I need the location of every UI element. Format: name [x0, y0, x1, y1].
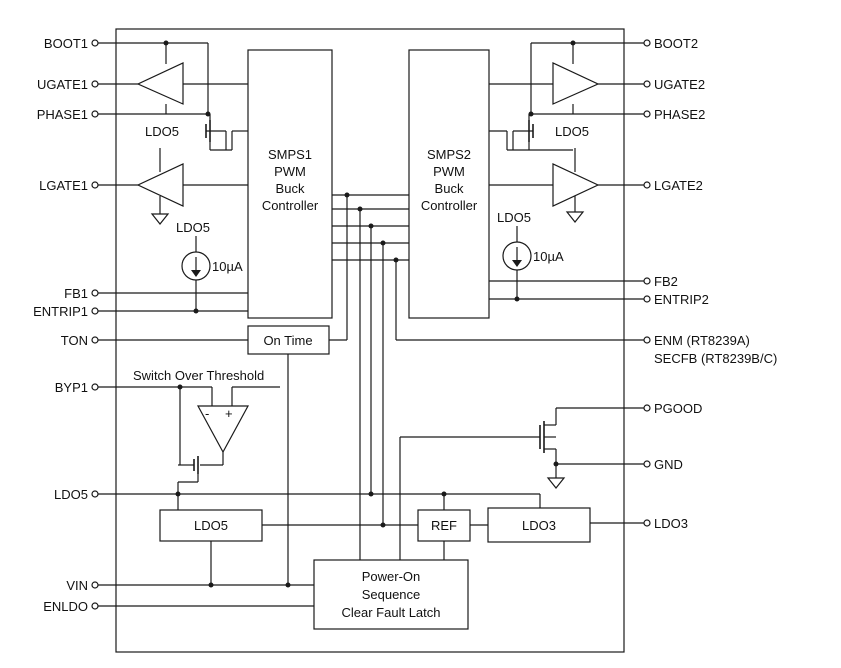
- label-entrip1: ENTRIP1: [33, 304, 88, 319]
- right-pin-markers: [643, 39, 651, 527]
- pin-phase2: [643, 110, 651, 118]
- pin-ugate2: [643, 80, 651, 88]
- label-boot1: BOOT1: [44, 36, 88, 51]
- smps2-line3: Buck: [435, 181, 464, 196]
- pin-fb2: [643, 277, 651, 285]
- label-lgate1: LGATE1: [39, 178, 88, 193]
- current-label-2: 10µA: [533, 249, 564, 264]
- smps1-line4: Controller: [262, 198, 319, 213]
- label-entrip2: ENTRIP2: [654, 292, 709, 307]
- ldo5-label-src1: LDO5: [176, 220, 210, 235]
- pin-lgate2: [643, 181, 651, 189]
- smps1-line1: SMPS1: [268, 147, 312, 162]
- pin-enm: [643, 336, 651, 344]
- pin-ldo5: [91, 490, 99, 498]
- pin-fb1: [91, 289, 99, 297]
- pin-entrip1: [91, 307, 99, 315]
- pin-byp1: [91, 383, 99, 391]
- left-pin-wires: [96, 42, 540, 607]
- pin-lgate1: [91, 181, 99, 189]
- smps1-driver-circuit: [136, 40, 248, 314]
- pin-ugate1: [91, 80, 99, 88]
- ldo5-label-upper-left: LDO5: [145, 124, 179, 139]
- ldo3-block-label: LDO3: [522, 518, 556, 533]
- ldo3-block: [487, 507, 591, 543]
- pin-pgood: [643, 404, 651, 412]
- pin-boot2: [643, 39, 651, 47]
- on-time-block: [247, 325, 330, 355]
- comparator-minus: -: [205, 406, 209, 421]
- smps2-line2: PWM: [433, 164, 465, 179]
- label-ldo3: LDO3: [654, 516, 688, 531]
- label-fb2: FB2: [654, 274, 678, 289]
- ldo5-label-upper-right: LDO5: [555, 124, 589, 139]
- label-enldo: ENLDO: [43, 599, 88, 614]
- label-enm: ENM (RT8239A): [654, 333, 750, 348]
- label-pgood: PGOOD: [654, 401, 702, 416]
- label-secfb: SECFB (RT8239B/C): [654, 351, 777, 366]
- smps1-block: [247, 49, 333, 319]
- smps2-line1: SMPS2: [427, 147, 471, 162]
- label-ugate2: UGATE2: [654, 77, 705, 92]
- label-fb1: FB1: [64, 286, 88, 301]
- ldo5-label-src2: LDO5: [497, 210, 531, 225]
- pin-gnd: [643, 460, 651, 468]
- pin-ldo3: [643, 519, 651, 527]
- comparator-plus: +: [225, 406, 233, 421]
- pin-boot1: [91, 39, 99, 47]
- pin-ton: [91, 336, 99, 344]
- label-lgate2: LGATE2: [654, 178, 703, 193]
- smps2-line4: Controller: [421, 198, 478, 213]
- power-on-line3: Clear Fault Latch: [342, 605, 441, 620]
- switch-over-circuit: [175, 384, 280, 510]
- label-boot2: BOOT2: [654, 36, 698, 51]
- ref-block-label: REF: [431, 518, 457, 533]
- pin-enldo: [91, 602, 99, 610]
- power-on-block: [313, 559, 469, 630]
- smps1-line2: PWM: [274, 164, 306, 179]
- smps1-line3: Buck: [276, 181, 305, 196]
- power-on-line1: Power-On: [362, 569, 421, 584]
- label-byp1: BYP1: [55, 380, 88, 395]
- pin-vin: [91, 581, 99, 589]
- label-gnd: GND: [654, 457, 683, 472]
- controller-bus: [329, 192, 646, 560]
- current-label-1: 10µA: [212, 259, 243, 274]
- label-ugate1: UGATE1: [37, 77, 88, 92]
- label-phase2: PHASE2: [654, 107, 705, 122]
- smps2-driver-circuit: [489, 40, 646, 302]
- smps2-block: [408, 49, 490, 319]
- on-time-label: On Time: [263, 333, 312, 348]
- power-on-line2: Sequence: [362, 587, 421, 602]
- switch-over-label: Switch Over Threshold: [133, 368, 264, 383]
- switch-over-comparator: [196, 405, 250, 454]
- label-ton: TON: [61, 333, 88, 348]
- pin-entrip2: [643, 295, 651, 303]
- label-ldo5: LDO5: [54, 487, 88, 502]
- label-phase1: PHASE1: [37, 107, 88, 122]
- left-pin-markers: [91, 39, 99, 610]
- pgood-circuit: [399, 407, 646, 560]
- ldo5-block-label: LDO5: [194, 518, 228, 533]
- pin-phase1: [91, 110, 99, 118]
- label-vin: VIN: [66, 578, 88, 593]
- ldo5-block: [159, 509, 263, 542]
